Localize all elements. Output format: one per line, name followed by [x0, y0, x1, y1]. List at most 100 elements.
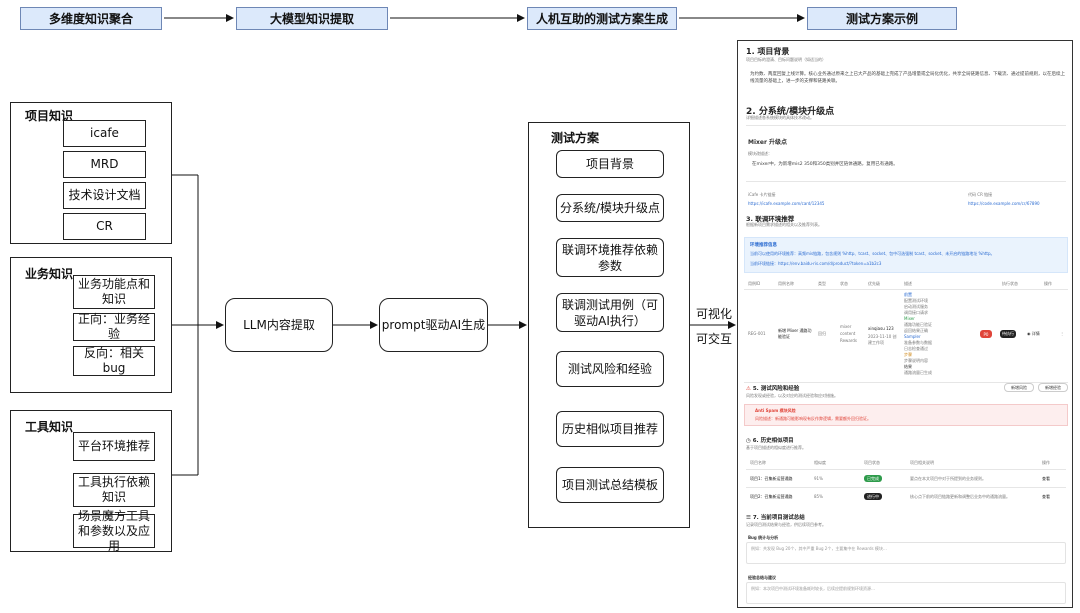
step-line: 准备参数与数据	[904, 340, 932, 345]
status-badge: 待执行	[1000, 330, 1016, 338]
stage-header-extraction: 大模型知识提取	[236, 7, 388, 30]
case-name[interactable]: 新增 Mixer 通路功能验证	[778, 328, 812, 339]
history-row-op[interactable]: 查看	[1042, 476, 1050, 481]
doc-section6-title-text: 6. 历史相似项目	[752, 438, 794, 444]
case-tag: mixer	[840, 324, 852, 329]
history-row-name[interactable]: 项目1：召集新运营通路	[750, 476, 793, 481]
env-info-line1: 当前可以使用的环境推荐：高频mis链路，包含规则 %http、tcast、soc…	[750, 251, 995, 256]
step-line: 步骤说明内容	[904, 358, 928, 363]
doc-section3-sub: 根据新项目需求描述的相关以及推荐列表。	[746, 222, 822, 227]
group-business-knowledge: 业务知识 业务功能点和知识 正向：业务经验 反向：相关bug	[10, 257, 172, 393]
doc-section5-title: ⚠ 5. 测试风险和经验	[746, 384, 799, 392]
history-col-header: 操作	[1042, 460, 1050, 465]
add-risk-button[interactable]: 新增风险	[1004, 383, 1034, 392]
view-detail-label: 详情	[1031, 331, 1040, 336]
add-risk-label: 新增风险	[1011, 384, 1027, 390]
plan-item-summary-template: 项目测试总结模板	[556, 467, 664, 503]
doc-section6-sub: 基于项目描述的相似度进行推荐。	[746, 445, 806, 450]
case-type: 回归	[818, 331, 826, 336]
mixer-body: 在mixer中，为新增mis2 350和350类别并区链体通路，复用已有通路。	[752, 162, 898, 167]
step-line: 步骤	[904, 352, 912, 357]
history-row-name[interactable]: 项目2：召集新运营通路	[750, 494, 793, 499]
item-scenario-tools: 场景魔方工具和参数以及应用	[73, 509, 155, 553]
mixer-title: Mixer 升级点	[748, 139, 788, 146]
stage-header-label: 多维度知识聚合	[48, 12, 133, 26]
history-col-header: 相似度	[814, 460, 826, 465]
col-header: 类型	[818, 281, 826, 286]
history-row-sim: 91%	[814, 476, 823, 481]
stage-header-label: 测试方案示例	[845, 12, 918, 26]
risk-card-body: 风险描述：新通路可能影响现有反作弊逻辑，需要额外回归验证。	[755, 416, 871, 421]
step-line: 前置	[904, 292, 912, 297]
item-tech-design-doc: 技术设计文档	[63, 182, 146, 209]
add-experience-button[interactable]: 新增经验	[1038, 383, 1068, 392]
item-mrd: MRD	[63, 151, 146, 178]
col-header: 用例名称	[778, 281, 794, 286]
stage-header-aggregation: 多维度知识聚合	[20, 7, 162, 30]
stage-header-label: 人机互助的测试方案生成	[535, 12, 668, 26]
plan-item-upgrade-points: 分系统/模块升级点	[556, 194, 664, 222]
history-row-op[interactable]: 查看	[1042, 494, 1050, 499]
bug-stats-textarea[interactable]: 例如：共发现 Bug 20个，其中严重 Bug 2个，主要集中在 Rewards…	[746, 542, 1066, 564]
label-visual: 可视化	[696, 307, 733, 321]
plan-item-history: 历史相似项目推荐	[556, 411, 664, 447]
stage-header-example: 测试方案示例	[807, 7, 957, 30]
col-header: 执行状态	[1002, 281, 1018, 286]
icafe-link[interactable]: https://icafe.example.com/card/12345	[748, 201, 825, 206]
bug-stats-placeholder: 例如：共发现 Bug 20个，其中严重 Bug 2个，主要集中在 Rewards…	[751, 546, 887, 551]
test-plan-title: 测试方案	[551, 131, 600, 145]
item-negative-bugs: 反向：相关bug	[73, 346, 155, 376]
summary-icon: ☰	[746, 515, 751, 521]
doc-section2-title: 2. 分系统/模块升级点	[746, 107, 835, 117]
risk-card-title: Anti Spam 模块风险	[755, 408, 796, 413]
group-title: 业务知识	[25, 267, 74, 281]
test-case-table: 用例ID 用例名称 类型 状态 优先级 描述 执行状态 操作 REG-001 新…	[744, 279, 1068, 383]
doc-section1-title: 1. 项目背景	[746, 47, 790, 56]
history-row-desc: 核心点下前的项目链路更新和调整后业务中的通路流量。	[910, 494, 1010, 499]
history-row-sim: 85%	[814, 494, 823, 499]
doc-section1-sub: 项目目标的澄清、目标问题说明（如适当的）	[746, 57, 826, 62]
prompt-generation-box: prompt驱动AI生成	[379, 298, 488, 352]
col-header: 状态	[840, 281, 848, 286]
case-note: 2023-11-10 创建工作项	[868, 334, 897, 345]
step-line: 通路流量已生成	[904, 370, 932, 375]
mixer-sub: 模块改描述：	[748, 151, 772, 156]
history-row-status: 已完成	[864, 475, 882, 482]
plan-item-test-cases: 联调测试用例（可驱动AI执行）	[556, 293, 664, 332]
bug-stats-label: Bug 统计与分析	[748, 535, 779, 540]
stage-header-label: 大模型知识提取	[269, 12, 354, 26]
experience-summary-textarea[interactable]: 例如：本次项目中测试环境准备耗时较长，后续应提前规划环境资源…	[746, 582, 1066, 604]
divider	[746, 487, 1066, 488]
cr-link-label: 代码 CR 链接	[968, 192, 993, 197]
step-line: 日志检查通过	[904, 346, 928, 351]
doc-section3-title: 3. 联调环境推荐	[746, 215, 795, 223]
col-header: 优先级	[868, 281, 880, 286]
test-plan-example-doc: 1. 项目背景 项目目标的澄清、目标问题说明（如适当的） 为约数、两度回复上线计…	[737, 40, 1073, 608]
cr-link[interactable]: https://code.example.com/cr/67890	[968, 201, 1040, 206]
stage-header-generation: 人机互助的测试方案生成	[527, 7, 677, 30]
label-interactive: 可交互	[696, 332, 733, 346]
plan-item-risks: 测试风险和经验	[556, 351, 664, 387]
divider	[744, 382, 1068, 383]
view-detail-link[interactable]: ◉ 详情	[1027, 331, 1040, 336]
divider	[744, 289, 1068, 290]
more-icon[interactable]: ⋮	[1060, 331, 1064, 336]
item-platform-env: 平台环境推荐	[73, 432, 155, 461]
plan-item-env-recommendation: 联调环境推荐依赖参数	[556, 238, 664, 277]
case-steps: 前置 配置测试环境 启动测试服务 调用接口请求 Mixer 通路功能已验证 返回…	[904, 292, 994, 376]
divider	[746, 181, 1066, 182]
add-experience-label: 新增经验	[1045, 384, 1061, 390]
col-header: 用例ID	[748, 281, 761, 286]
history-col-header: 项目状态	[864, 460, 880, 465]
env-info-line2[interactable]: 当前环境链接：https://env.baidu-ris.com/d/produ…	[750, 261, 882, 266]
doc-section7-title: ☰ 7. 当前项目测试总结	[746, 513, 805, 521]
test-plan-panel: 测试方案 项目背景 分系统/模块升级点 联调环境推荐依赖参数 联调测试用例（可驱…	[528, 122, 690, 528]
history-row-desc: 要点在本文项目中对于所提到的业务规则。	[910, 476, 986, 481]
step-line: 通路功能已验证	[904, 322, 932, 327]
env-info-title: 环境推荐信息	[750, 243, 777, 248]
case-id: REG-001	[748, 331, 766, 336]
experience-summary-label: 经验总结与建议	[748, 575, 776, 580]
col-header: 描述	[904, 281, 912, 286]
step-line: 启动测试服务	[904, 304, 928, 309]
warning-icon: ⚠	[746, 386, 751, 392]
